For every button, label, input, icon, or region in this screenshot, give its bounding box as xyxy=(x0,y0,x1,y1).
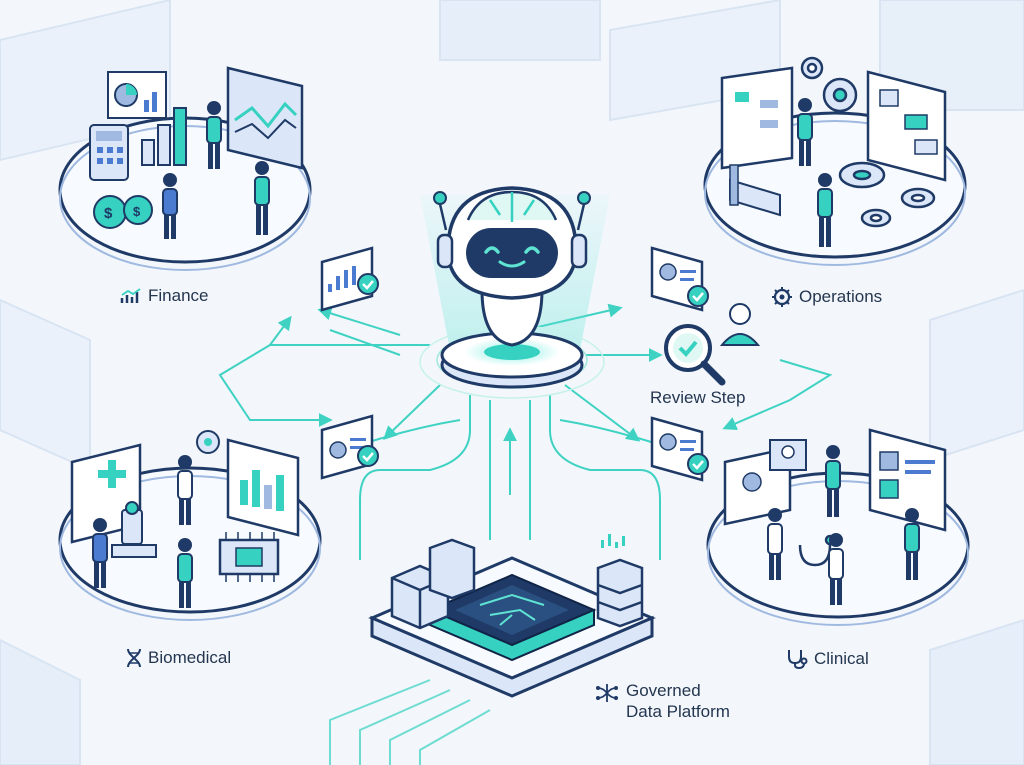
biomedical-text: Biomedical xyxy=(148,648,232,667)
review-step-label: Review Step xyxy=(650,388,745,408)
biomedical-label: Biomedical xyxy=(126,648,231,668)
pie-chart-board-icon xyxy=(107,71,167,119)
medical-board-icon xyxy=(70,438,300,544)
report-card-clinical xyxy=(650,416,709,482)
finance-label: Finance xyxy=(120,286,208,306)
person-figure xyxy=(92,455,193,608)
finance-text: Finance xyxy=(148,286,209,305)
person-figure xyxy=(162,101,270,239)
review-step-text: Review Step xyxy=(650,388,746,407)
hospital-bed-icon xyxy=(729,164,781,217)
person-figure xyxy=(797,98,833,247)
clinical-text: Clinical xyxy=(814,649,869,668)
data-flows xyxy=(218,303,833,560)
svg-text:$: $ xyxy=(133,204,141,219)
magnifier-check-icon xyxy=(664,324,726,386)
money-bag-icon: $ $ xyxy=(93,195,153,229)
gear-icon xyxy=(772,287,792,307)
gear-icon xyxy=(800,56,936,228)
data-platform-label: Governed Data Platform xyxy=(594,680,730,722)
person-figure xyxy=(767,445,920,605)
report-card-operations xyxy=(650,246,709,312)
video-call-board-icon xyxy=(723,439,807,526)
circuit-icon xyxy=(596,684,618,702)
report-card-biomedical xyxy=(320,414,379,480)
clinical-platform xyxy=(706,428,970,626)
data-platform xyxy=(368,534,656,698)
finance-platform: $ $ xyxy=(58,66,312,271)
line-chart-board-icon xyxy=(226,66,304,170)
platform-cables xyxy=(329,679,491,765)
biomedical-platform xyxy=(58,430,322,621)
svg-text:$: $ xyxy=(104,205,113,222)
chip-icon xyxy=(218,532,280,582)
operations-text: Operations xyxy=(799,287,883,306)
chart-trend-icon xyxy=(120,288,141,303)
server-rack-icon xyxy=(390,538,644,630)
operations-label: Operations xyxy=(771,286,882,308)
reviewer-avatar xyxy=(719,303,761,346)
dna-icon xyxy=(127,648,141,668)
data-platform-text-line1: Governed xyxy=(626,681,701,700)
bar-chart-icon xyxy=(141,107,187,166)
data-sparkles xyxy=(601,534,625,548)
circuit-chip-icon xyxy=(427,573,597,662)
flowchart-board-icon xyxy=(720,66,947,182)
data-platform-text-line2: Data Platform xyxy=(626,702,730,721)
gear-icon xyxy=(196,430,220,454)
microscope-icon xyxy=(111,501,157,558)
stethoscope-icon xyxy=(788,650,808,670)
operations-platform xyxy=(703,56,967,266)
patient-record-board-icon xyxy=(868,428,947,532)
robot-icon xyxy=(433,186,591,347)
calculator-icon xyxy=(89,124,129,181)
report-card-finance xyxy=(320,246,379,312)
clinical-label: Clinical xyxy=(786,648,869,670)
